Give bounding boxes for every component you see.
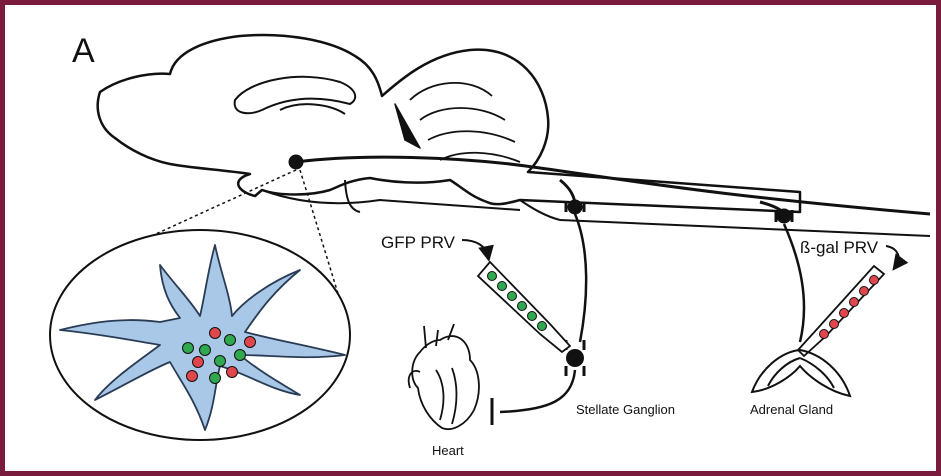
panel-letter: A xyxy=(72,32,95,70)
bgal-prv-pipette xyxy=(798,246,899,356)
brainstem-neuron xyxy=(289,155,304,170)
neuron-inset xyxy=(50,230,350,440)
label-stellate-ganglion: Stellate Ganglion xyxy=(576,402,675,417)
efferent-axons xyxy=(575,214,804,342)
stellate-ganglion xyxy=(492,340,584,425)
label-gfp-prv: GFP PRV xyxy=(381,233,456,252)
brain-outline xyxy=(98,35,930,236)
label-heart: Heart xyxy=(432,443,464,458)
label-adrenal-gland: Adrenal Gland xyxy=(750,402,833,417)
gfp-prv-pipette xyxy=(462,240,570,352)
heart-illustration xyxy=(409,324,479,429)
adrenal-gland xyxy=(752,350,850,396)
descending-pathway xyxy=(296,157,930,214)
label-bgal-prv: ß-gal PRV xyxy=(800,238,879,257)
